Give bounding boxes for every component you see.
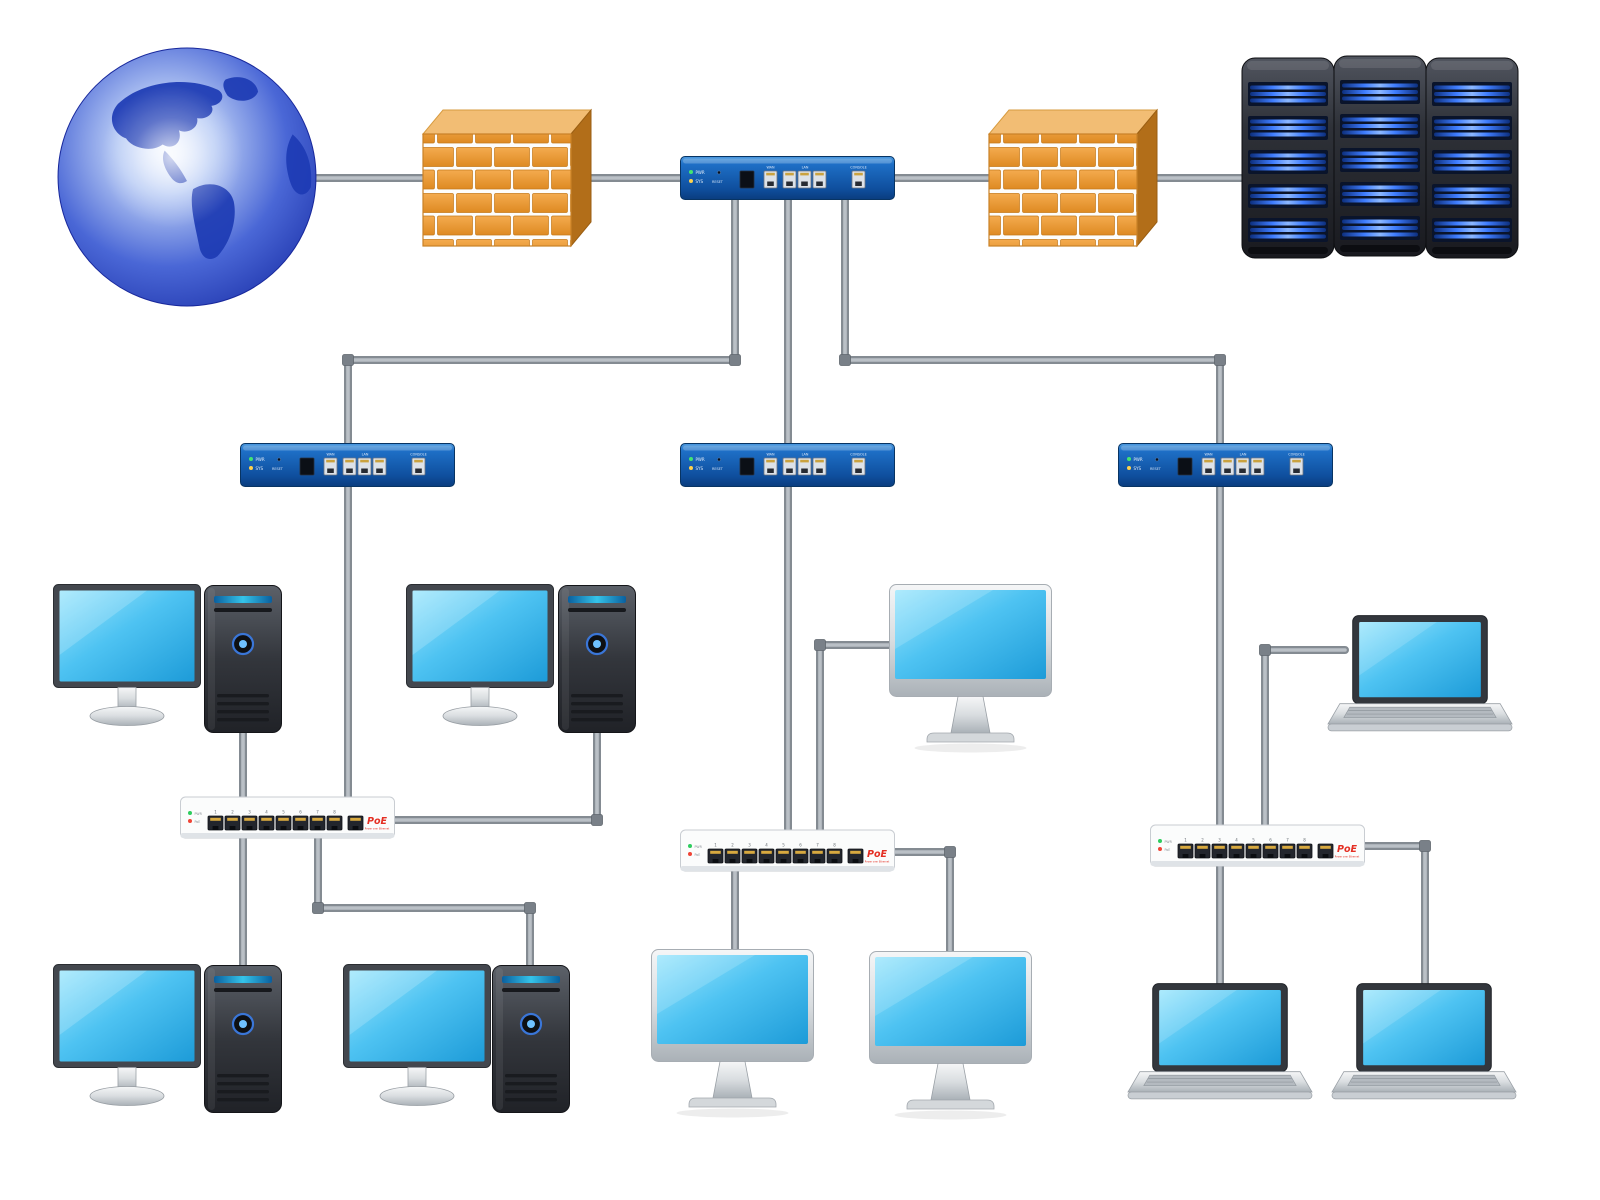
switch-1-icon <box>181 797 395 838</box>
switch-2-icon <box>681 830 895 871</box>
pc-2 <box>406 584 637 734</box>
switch-3-icon <box>1151 825 1365 866</box>
pc-3 <box>53 964 283 1114</box>
pc-1-monitor-icon <box>53 584 201 726</box>
cable-joint <box>591 814 603 826</box>
server-tower-2-icon <box>1333 55 1427 257</box>
cable-joint <box>814 639 826 651</box>
pc-4 <box>343 964 571 1114</box>
laptop-1-icon <box>1327 615 1513 732</box>
cable-joint <box>944 846 956 858</box>
laptop-2-icon <box>1127 983 1313 1100</box>
cable-joint <box>342 354 354 366</box>
internet-globe-icon <box>57 47 317 307</box>
router-3-icon <box>1119 444 1333 487</box>
cable-joint <box>1259 644 1271 656</box>
pc-1-tower-icon <box>203 584 283 734</box>
server-tower-3-icon <box>1425 57 1519 259</box>
router-2-icon <box>681 444 895 487</box>
pc-1 <box>53 584 283 734</box>
server-rack <box>1241 55 1519 259</box>
cable-joint <box>1419 840 1431 852</box>
cable-joint <box>1214 354 1226 366</box>
cable-joints <box>312 354 1431 914</box>
core-router-icon <box>681 157 895 200</box>
firewall-2-icon <box>988 109 1158 247</box>
monitor-1-icon <box>889 584 1052 753</box>
pc-2-tower-icon <box>557 584 637 734</box>
cable-joint <box>524 902 536 914</box>
cable-joint <box>312 902 324 914</box>
pc-4-monitor-icon <box>343 964 491 1106</box>
cable-joint <box>729 354 741 366</box>
aio-1-icon <box>651 949 814 1118</box>
pc-3-monitor-icon <box>53 964 201 1106</box>
aio-2-icon <box>869 951 1032 1120</box>
router-1-icon <box>241 444 455 487</box>
pc-4-tower-icon <box>491 964 571 1114</box>
pc-3-tower-icon <box>203 964 283 1114</box>
cable-joint <box>839 354 851 366</box>
pc-2-monitor-icon <box>406 584 554 726</box>
firewall-1-icon <box>422 109 592 247</box>
laptop-3-icon <box>1331 983 1517 1100</box>
server-tower-1-icon <box>1241 57 1335 259</box>
